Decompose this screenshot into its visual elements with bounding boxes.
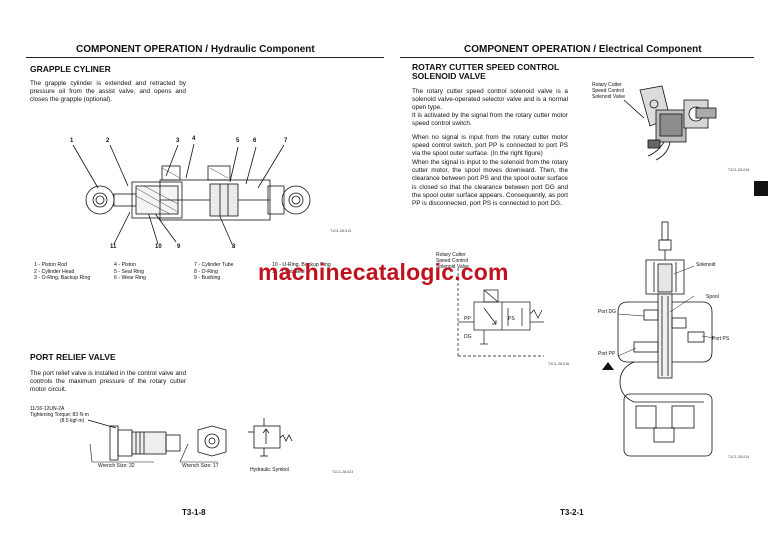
legend-col-3: 7 - Cylinder Tube 8 - O-Ring 9 - Bushing	[194, 262, 234, 282]
solenoid-title-line-2: SOLENOID VALVE	[412, 71, 486, 81]
wrench-leaders	[89, 443, 218, 463]
legend-item: 5 - Seal Ring	[114, 268, 144, 275]
label-spool: Spool	[706, 294, 719, 300]
symbol-fig-code: T1C1-28-016	[548, 362, 570, 366]
grapple-body: The grapple cylinder is extended and ret…	[30, 80, 186, 104]
solenoid-para-4: When the signal is input to the solenoid…	[412, 159, 568, 208]
relief-thread: 11/16-12UN-2A	[30, 406, 65, 412]
callout-11: 11	[110, 244, 117, 250]
symbol-label: Rotary Cutter Speed Control Solenoid Val…	[436, 252, 469, 270]
callout-2: 2	[106, 138, 110, 144]
symbol-port-pp: PP	[464, 316, 471, 322]
right-header-rule	[400, 57, 754, 58]
relief-torque-kgf: (8.5 kgf·m)	[60, 418, 85, 424]
right-page-number: T3-2-1	[560, 508, 584, 517]
hydraulic-symbol-label: Hydraulic Symbol	[250, 467, 289, 473]
solenoid-para-1: The rotary cutter speed control solenoid…	[412, 88, 568, 112]
photo-label: Rotary Cutter Speed Control Solenoid Val…	[592, 82, 625, 100]
solenoid-para-3: When no signal is input from the rotary …	[412, 134, 568, 158]
wrench-size-17: Wrench Size: 17	[182, 463, 219, 469]
legend-item: 1 - Piston Rod	[34, 262, 67, 268]
wrench-size-32: Wrench Size: 32	[98, 463, 135, 469]
label-port-pp: Port PP	[598, 351, 616, 357]
callout-7: 7	[284, 138, 288, 144]
left-page-number: T3-1-8	[182, 508, 206, 517]
callout-6: 6	[253, 138, 257, 144]
symbol-label-line: Speed Control	[436, 258, 468, 264]
legend-item: 8 - O-Ring	[194, 268, 218, 275]
callout-8: 8	[232, 244, 236, 250]
label-solenoid: Solenoid	[696, 262, 716, 268]
callout-4: 4	[192, 136, 196, 142]
solenoid-valve-photo	[623, 85, 717, 161]
grapple-cylinder-diagram	[72, 143, 311, 245]
legend-col-1: 1 - Piston Rod 2 - Cylinder Head 3 - O-R…	[34, 262, 90, 282]
legend-item: 6 - Wear Ring	[114, 275, 146, 281]
legend-item: 9 - Bushing	[194, 275, 221, 281]
relief-body: The port relief valve is installed in th…	[30, 370, 186, 394]
legend-item: 10 - U-Ring, Backup Ring	[272, 262, 331, 268]
photo-label-line: Speed Control	[592, 88, 624, 94]
symbol-port-dg: DG	[464, 334, 472, 340]
right-header: COMPONENT OPERATION / Electrical Compone…	[464, 44, 702, 55]
legend-item: 4 - Piston	[114, 262, 136, 268]
solenoid-para-2: It is activated by the signal from the r…	[412, 112, 568, 128]
grapple-title: GRAPPLE CYLINER	[30, 64, 111, 74]
relief-hydraulic-symbol	[248, 418, 293, 457]
solenoid-title-line-1: ROTARY CUTTER SPEED CONTROL	[412, 62, 560, 72]
grapple-fig-code: T1C1-28-013	[330, 229, 352, 233]
photo-fig-code: T1C1-28-015	[728, 168, 750, 172]
solenoid-valve-symbol	[457, 268, 544, 357]
section-fig-code: T1C1-28-014	[728, 455, 750, 459]
section-tab	[754, 181, 768, 196]
right-page: COMPONENT OPERATION / Electrical Compone…	[384, 0, 768, 542]
left-header-rule	[26, 57, 384, 58]
relief-title: PORT RELIEF VALVE	[30, 352, 116, 362]
left-header: COMPONENT OPERATION / Hydraulic Componen…	[76, 44, 315, 55]
legend-col-2: 4 - Piston 5 - Seal Ring 6 - Wear Ring	[114, 262, 146, 282]
symbol-port-ps: PS	[508, 316, 515, 322]
label-port-dg: Port DG	[598, 309, 617, 315]
callout-10: 10	[155, 244, 162, 250]
legend-item: 11 - Dust Seal	[272, 268, 305, 275]
relief-valve-drawing	[87, 419, 227, 461]
left-page: COMPONENT OPERATION / Hydraulic Componen…	[26, 44, 384, 517]
legend-item: 3 - O-Ring, Backup Ring	[34, 275, 91, 281]
legend-col-4: 10 - U-Ring, Backup Ring 11 - Dust Seal	[272, 262, 331, 275]
callout-9: 9	[177, 244, 181, 250]
solenoid-valve-section	[602, 221, 715, 457]
legend-item: 2 - Cylinder Head	[34, 268, 75, 275]
symbol-label-line: Solenoid Valve	[436, 264, 469, 270]
photo-label-line: Rotary Cutter	[592, 82, 622, 88]
watermark-text: machinecatalogic.com	[258, 259, 509, 285]
photo-label-line: Solenoid Valve	[592, 94, 625, 100]
callout-3: 3	[176, 138, 180, 144]
relief-fig-code: T1C1-28-023	[332, 470, 354, 474]
callout-1: 1	[70, 138, 74, 144]
label-port-ps: Port PS	[712, 336, 730, 342]
relief-torque: Tightening Torque: 83 N·m	[30, 412, 89, 418]
callout-5: 5	[236, 138, 240, 144]
symbol-label-line: Rotary Cutter	[436, 252, 466, 258]
legend-item: 7 - Cylinder Tube	[194, 262, 234, 268]
